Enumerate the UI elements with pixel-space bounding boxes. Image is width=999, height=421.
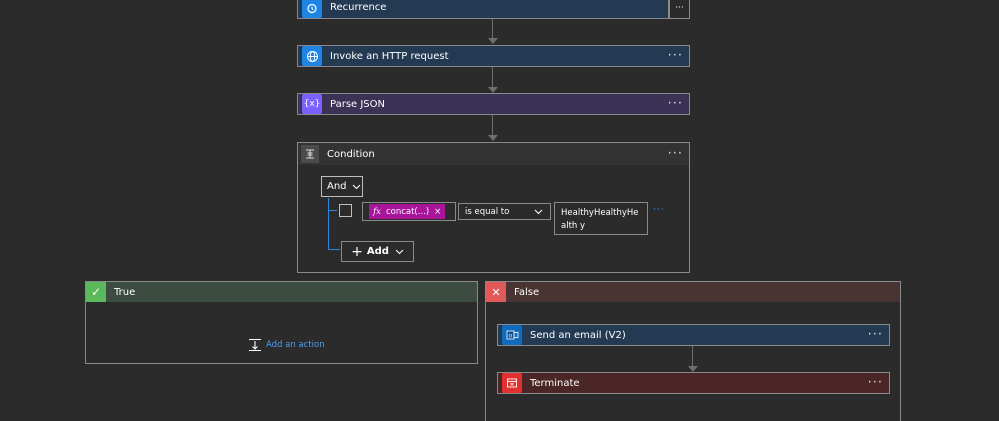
value-input[interactable]: HealthyHealthyHealth y: [554, 202, 648, 235]
operator-value: is equal to: [465, 206, 510, 217]
recurrence-action-card[interactable]: Recurrence: [297, 0, 669, 19]
expression-token[interactable]: fx concat(...) ×: [369, 204, 446, 219]
plus-icon: +: [351, 243, 363, 260]
operator-dropdown[interactable]: is equal to: [458, 203, 551, 220]
expression-field[interactable]: fx concat(...) ×: [362, 202, 456, 221]
condition-icon: [301, 145, 319, 163]
row-more-button[interactable]: ···: [653, 205, 665, 215]
braces-variable-icon: {x}: [302, 94, 322, 114]
more-options-button[interactable]: ···: [667, 48, 683, 64]
more-icon: ···: [675, 2, 684, 13]
chevron-down-icon: [534, 209, 543, 214]
terminate-icon: [502, 373, 522, 393]
check-icon: ✓: [86, 282, 106, 302]
terminate-action-card[interactable]: Terminate ···: [497, 372, 890, 394]
value-text: HealthyHealthyHealth y: [561, 208, 639, 231]
add-label: Add: [366, 246, 389, 257]
false-branch-header[interactable]: ✕ False: [486, 282, 900, 302]
close-icon: ✕: [486, 282, 506, 302]
add-action-icon: [249, 338, 261, 352]
alarm-clock-icon: [302, 0, 322, 18]
more-options-button[interactable]: ···: [867, 375, 883, 391]
action-title: Send an email (V2): [530, 329, 626, 341]
action-title: Invoke an HTTP request: [330, 50, 449, 62]
condition-block: Condition ··· And fx concat(...) × is eq…: [297, 142, 690, 273]
chevron-down-icon: [352, 184, 360, 189]
more-options-button[interactable]: ···: [667, 146, 683, 162]
globe-icon: [302, 46, 322, 66]
condition-title: Condition: [327, 148, 375, 160]
group-operator-dropdown[interactable]: And: [321, 176, 363, 197]
outlook-icon: o: [502, 325, 522, 345]
recurrence-more-button[interactable]: ···: [669, 0, 690, 19]
true-branch: ✓ True Add an action: [85, 281, 478, 364]
true-branch-title: True: [114, 286, 136, 298]
add-action-label: Add an action: [266, 340, 325, 350]
condition-header[interactable]: Condition ···: [298, 143, 689, 165]
row-checkbox[interactable]: [339, 204, 352, 217]
false-branch-title: False: [514, 286, 540, 298]
chevron-down-icon: [395, 249, 404, 254]
group-operator-value: And: [327, 181, 347, 192]
expression-label: concat(...): [385, 206, 430, 217]
remove-token-icon[interactable]: ×: [434, 206, 442, 217]
action-title: Parse JSON: [330, 98, 386, 110]
more-options-button[interactable]: ···: [867, 327, 883, 343]
svg-text:o: o: [508, 333, 512, 340]
action-title: Terminate: [530, 377, 580, 389]
add-condition-button[interactable]: + Add: [341, 241, 414, 262]
parse-json-action-card[interactable]: {x} Parse JSON ···: [297, 93, 690, 115]
more-options-button[interactable]: ···: [667, 96, 683, 112]
fx-icon: fx: [373, 206, 381, 217]
false-branch: ✕ False o Send an email (V2) ··· Termina…: [485, 281, 901, 421]
send-email-action-card[interactable]: o Send an email (V2) ···: [497, 324, 890, 346]
http-request-action-card[interactable]: Invoke an HTTP request ···: [297, 45, 690, 67]
add-action-button[interactable]: Add an action: [248, 338, 325, 352]
true-branch-header[interactable]: ✓ True: [86, 282, 477, 302]
action-title: Recurrence: [330, 2, 387, 13]
